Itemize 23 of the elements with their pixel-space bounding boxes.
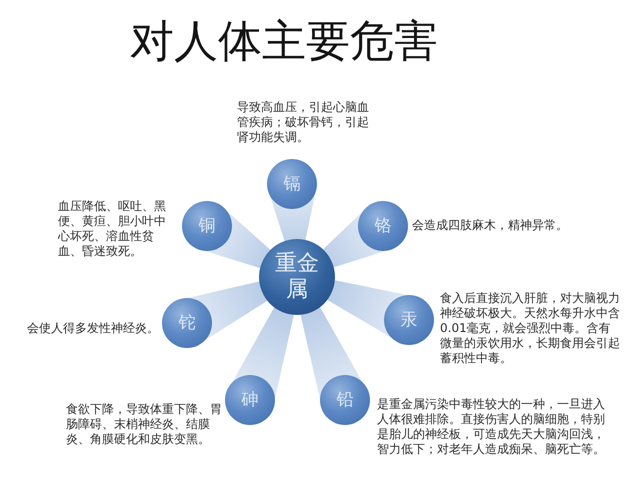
center-circle: 重金属 <box>259 239 335 315</box>
element-circle: 铬 <box>358 201 408 251</box>
element-circle: 铜 <box>182 201 232 251</box>
description-text: 会使人得多发性神经炎。 <box>27 321 159 336</box>
connector-beam <box>323 212 386 268</box>
element-circle: 砷 <box>225 375 275 425</box>
description-text: 会造成四肢麻木，精神异常。 <box>412 218 568 233</box>
title: 对人体主要危害 <box>130 16 438 68</box>
connector-beam <box>300 307 362 399</box>
description-text: 食欲下降，导致体重下降、胃肠障碍、末梢神经炎、结膜炎、角膜硬化和皮肤变黑。 <box>66 402 223 447</box>
element-circle: 铊 <box>162 298 212 348</box>
description-text: 食入后直接沉入肝脏，对大脑视力神经破坏极大。天然水每升水中含0.01毫克，就会强烈中毒。含有微量的汞饮用水，长期食用会引起蓄积性中毒。 <box>440 291 621 366</box>
connector-beam <box>232 307 294 399</box>
connector-beam <box>327 280 408 338</box>
connector-beam <box>188 281 268 340</box>
description-text: 是重金属污染中毒性较大的一种，一旦进入人体很难排除。直接伤害人的脑细胞，特别是胎儿的神经板，可造成先天大脑沟回浅，智力低下；对老年人造成痴呆、脑死亡等。 <box>377 397 606 457</box>
element-circle: 汞 <box>384 295 434 345</box>
description-text: 血压降低、呕吐、黑便、黄疸、胆小叶中心坏死、溶血性贫血、昏迷致死。 <box>58 199 167 259</box>
element-circle: 铅 <box>320 375 370 425</box>
description-text: 导致高血压，引起心脑血管疾病；破坏骨钙，引起肾功能失调。 <box>237 100 370 145</box>
connector-beam <box>270 193 316 242</box>
connector-beam <box>204 211 270 268</box>
element-circle: 镉 <box>267 159 317 209</box>
